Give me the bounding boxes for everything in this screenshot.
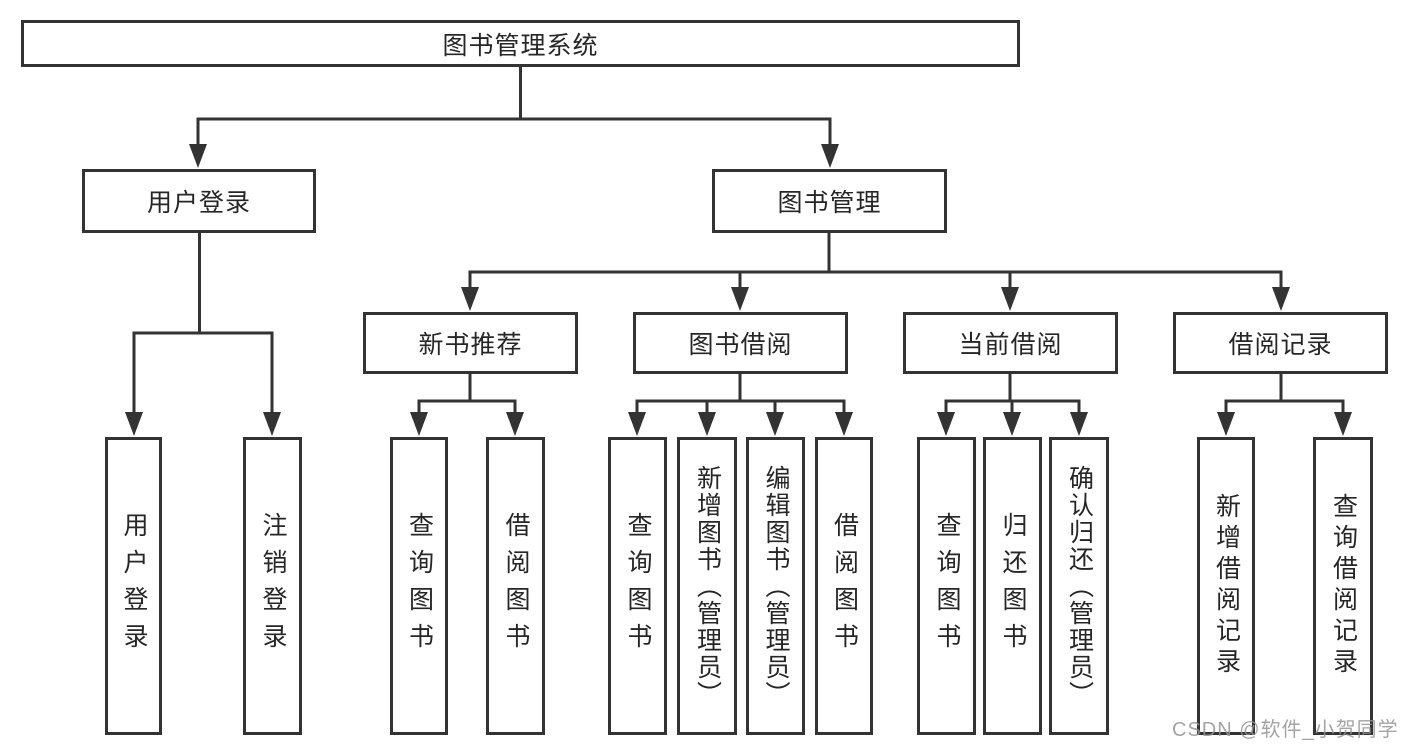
leaf-logout: 注销登录 (243, 437, 302, 735)
leaf-borrow-books-recommend-label: 借阅图书 (502, 512, 530, 660)
node-current-borrow-label: 当前借阅 (958, 331, 1063, 359)
leaf-query-borrow-record-label: 查询借阅记录 (1329, 493, 1358, 679)
node-root: 图书管理系统 (21, 20, 1020, 67)
node-current-borrow: 当前借阅 (903, 312, 1118, 374)
arrowheads (125, 144, 1352, 436)
node-book-management: 图书管理 (712, 169, 947, 233)
leaf-return-book-label: 归还图书 (999, 512, 1027, 660)
node-book-borrow-label: 图书借阅 (688, 331, 793, 359)
node-book-borrow: 图书借阅 (633, 312, 848, 374)
node-borrow-records-label: 借阅记录 (1228, 331, 1333, 359)
leaf-user-login-label: 用户登录 (120, 512, 148, 660)
leaf-query-books-borrow: 查询图书 (608, 437, 667, 735)
node-root-label: 图书管理系统 (442, 31, 599, 60)
leaf-user-login: 用户登录 (105, 437, 162, 735)
leaf-add-book-admin-label: 新增图书（管理员） (693, 464, 722, 708)
leaf-query-books-recommend: 查询图书 (390, 437, 448, 735)
leaf-query-books-borrow-label: 查询图书 (624, 512, 652, 660)
leaf-borrow-books-borrow-label: 借阅图书 (830, 512, 859, 660)
leaf-edit-book-admin: 编辑图书（管理员） (746, 437, 805, 735)
leaf-add-book-admin: 新增图书（管理员） (677, 437, 737, 735)
leaf-add-borrow-record: 新增借阅记录 (1197, 437, 1255, 735)
leaf-confirm-return-admin: 确认归还（管理员） (1049, 437, 1109, 735)
leaf-edit-book-admin-label: 编辑图书（管理员） (762, 464, 790, 708)
node-user-login-label: 用户登录 (146, 189, 251, 217)
leaf-query-books-current-label: 查询图书 (933, 512, 961, 660)
leaf-logout-label: 注销登录 (259, 512, 287, 660)
node-new-book-recommend: 新书推荐 (363, 312, 578, 374)
node-user-login: 用户登录 (82, 169, 316, 233)
leaf-query-books-recommend-label: 查询图书 (405, 512, 434, 660)
leaf-add-borrow-record-label: 新增借阅记录 (1212, 493, 1241, 679)
leaf-return-book: 归还图书 (983, 437, 1042, 735)
node-borrow-records: 借阅记录 (1173, 312, 1388, 374)
leaf-query-books-current: 查询图书 (917, 437, 976, 735)
node-new-book-recommend-label: 新书推荐 (418, 331, 523, 359)
leaf-confirm-return-admin-label: 确认归还（管理员） (1065, 464, 1094, 708)
leaf-borrow-books-recommend: 借阅图书 (486, 437, 545, 735)
watermark: CSDN @软件_小贺同学 (1172, 719, 1399, 741)
node-book-management-label: 图书管理 (777, 189, 882, 217)
leaf-borrow-books-borrow: 借阅图书 (815, 437, 873, 735)
leaf-query-borrow-record: 查询借阅记录 (1313, 437, 1373, 735)
